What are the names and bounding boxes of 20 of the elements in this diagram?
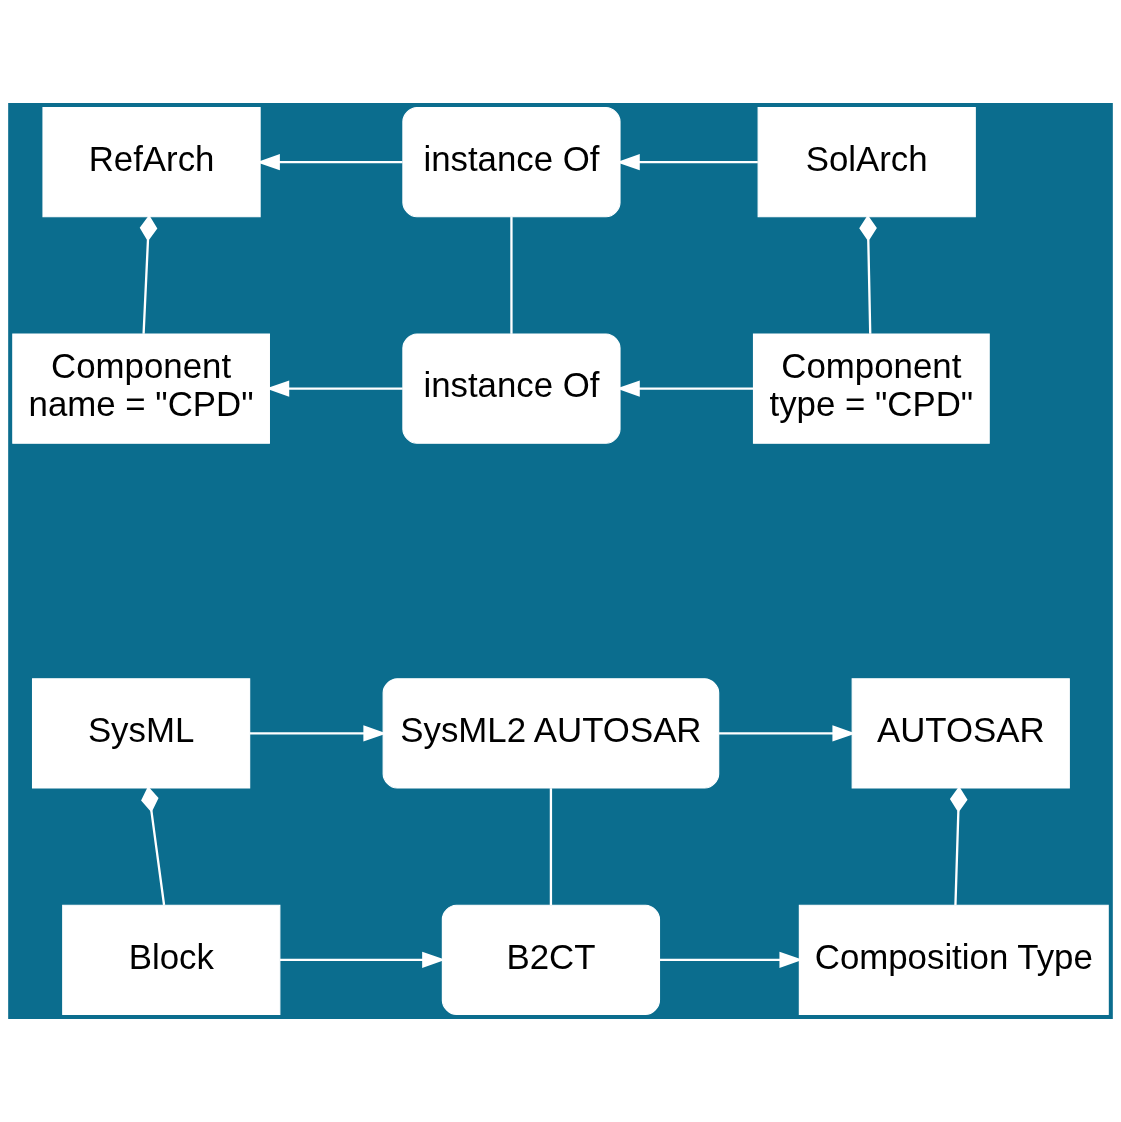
connector (510, 217, 513, 334)
connector (859, 214, 877, 334)
node-box: Composition Type (798, 904, 1109, 1015)
node-box: SolArch (757, 107, 976, 218)
connector (949, 786, 968, 906)
node-box: Component type = "CPD" (752, 333, 990, 444)
node-box: B2CT (441, 904, 661, 1015)
arrow (719, 725, 856, 742)
node-box: SysML2 AUTOSAR (382, 678, 720, 789)
node-box: instance Of (402, 333, 621, 444)
node-box: Block (62, 904, 281, 1015)
node-box: SysML (31, 678, 251, 789)
connector (141, 786, 166, 906)
arrow (249, 725, 387, 742)
connector (549, 788, 553, 905)
node-box: RefArch (42, 107, 261, 218)
connector (139, 214, 158, 334)
node-box: Component name = "CPD" (12, 333, 270, 444)
node-box: instance Of (402, 107, 621, 218)
node-box: AUTOSAR (851, 678, 1070, 789)
